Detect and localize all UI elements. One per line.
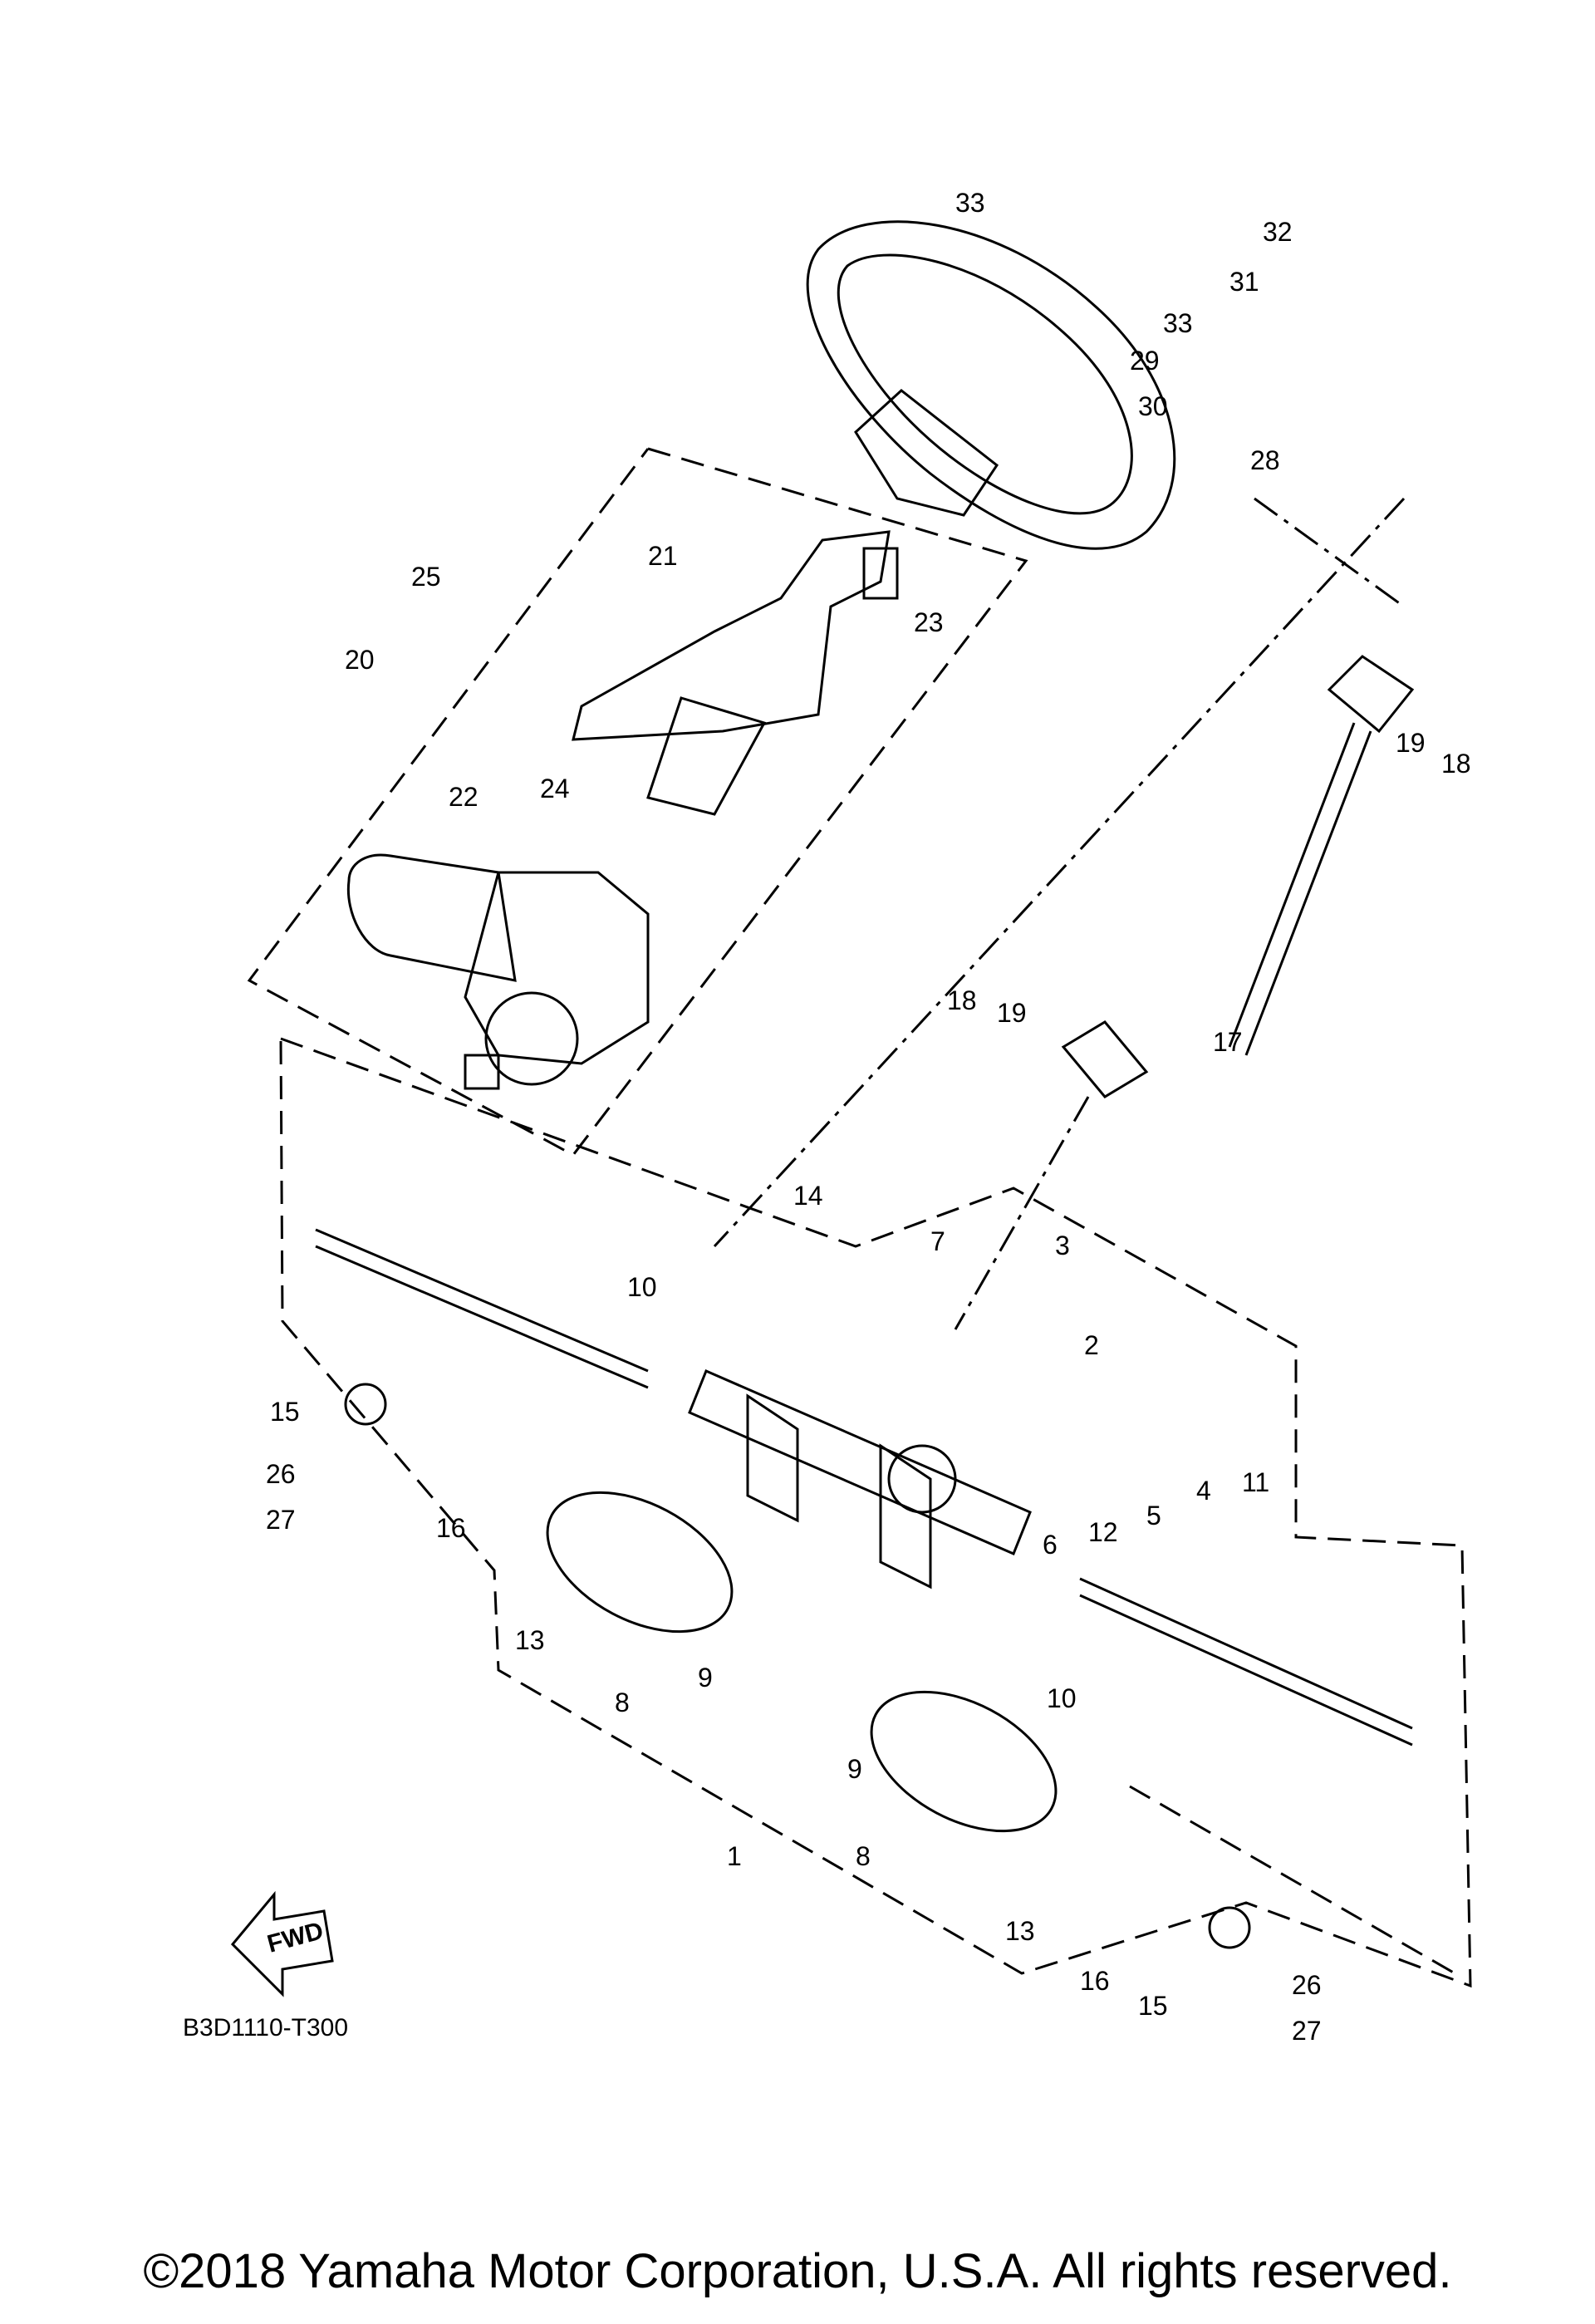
callout: 18 (1441, 749, 1471, 779)
callout: 4 (1196, 1476, 1211, 1506)
callout: 22 (449, 782, 478, 812)
callout: 19 (997, 998, 1027, 1028)
drawing-code: B3D1110-T300 (183, 2014, 348, 2041)
callout: 17 (1213, 1027, 1243, 1057)
callout: 19 (1396, 728, 1426, 758)
tie-rod-end-right (1208, 1906, 1251, 1949)
callout: 8 (856, 1841, 871, 1871)
callout: 31 (1229, 267, 1259, 297)
callout: 16 (1080, 1966, 1110, 1996)
callout: 29 (1130, 346, 1160, 376)
callout: 30 (1138, 391, 1168, 421)
boot-right (870, 1690, 1058, 1833)
tie-rod-right-2 (1079, 1594, 1413, 1747)
copyright-notice: ©2018 Yamaha Motor Corporation, U.S.A. A… (143, 2244, 1452, 2298)
callout: 9 (847, 1754, 862, 1784)
tie-rod-right (1079, 1577, 1413, 1730)
callout: 25 (411, 562, 441, 592)
callout: 10 (1047, 1683, 1077, 1713)
tie-rod-left-2 (315, 1245, 649, 1389)
callout: 15 (270, 1397, 300, 1427)
tie-rod-end-left (344, 1383, 387, 1426)
callout: 12 (1088, 1517, 1118, 1547)
callout: 28 (1250, 445, 1280, 475)
fwd-label: FWD (264, 1917, 326, 1958)
fwd-arrow-icon (230, 1890, 334, 1997)
callout: 26 (266, 1459, 296, 1489)
callout: 14 (793, 1181, 823, 1211)
callout: 32 (1263, 217, 1293, 247)
callout: 2 (1084, 1330, 1099, 1360)
callout: 6 (1043, 1530, 1058, 1560)
callout: 1 (727, 1841, 742, 1871)
callout: 27 (266, 1505, 296, 1535)
callout-labels: 33 32 31 33 29 30 28 25 21 23 20 19 18 2… (266, 188, 1471, 2046)
lower-dashed-box (1129, 1785, 1463, 1979)
callout: 23 (914, 607, 944, 637)
callout: 10 (627, 1272, 657, 1302)
steering-column-axis (713, 497, 1406, 1248)
steering-column-upper (572, 530, 899, 816)
callout: 20 (345, 645, 375, 675)
assembly-20-outline (247, 447, 1028, 1157)
callout: 21 (648, 541, 678, 571)
callout: 15 (1138, 1991, 1168, 2021)
callout: 9 (698, 1663, 713, 1693)
callout: 11 (1242, 1467, 1269, 1497)
assembly-1-outline (279, 1037, 1472, 1988)
callout: 3 (1055, 1231, 1070, 1260)
callout: 18 (947, 985, 977, 1015)
rack-housing (688, 1369, 1032, 1589)
eps-motor-unit (346, 853, 650, 1090)
callout: 5 (1146, 1501, 1161, 1530)
column-axis-2 (1254, 497, 1405, 608)
callout: 27 (1292, 2016, 1322, 2046)
callout: 26 (1292, 1970, 1322, 2000)
callout: 8 (615, 1688, 630, 1717)
tie-rod-left (315, 1228, 649, 1373)
intermediate-shaft (1061, 655, 1415, 1098)
callout: 13 (515, 1625, 545, 1655)
boot-left (546, 1491, 734, 1634)
callout: 33 (1163, 308, 1193, 338)
callout: 16 (436, 1513, 466, 1543)
callout: 24 (540, 774, 570, 803)
steering-wheel (806, 220, 1176, 550)
callout: 33 (955, 188, 985, 218)
callout: 13 (1005, 1916, 1035, 1946)
callout: 7 (930, 1226, 945, 1256)
shaft-axis (954, 1096, 1090, 1330)
